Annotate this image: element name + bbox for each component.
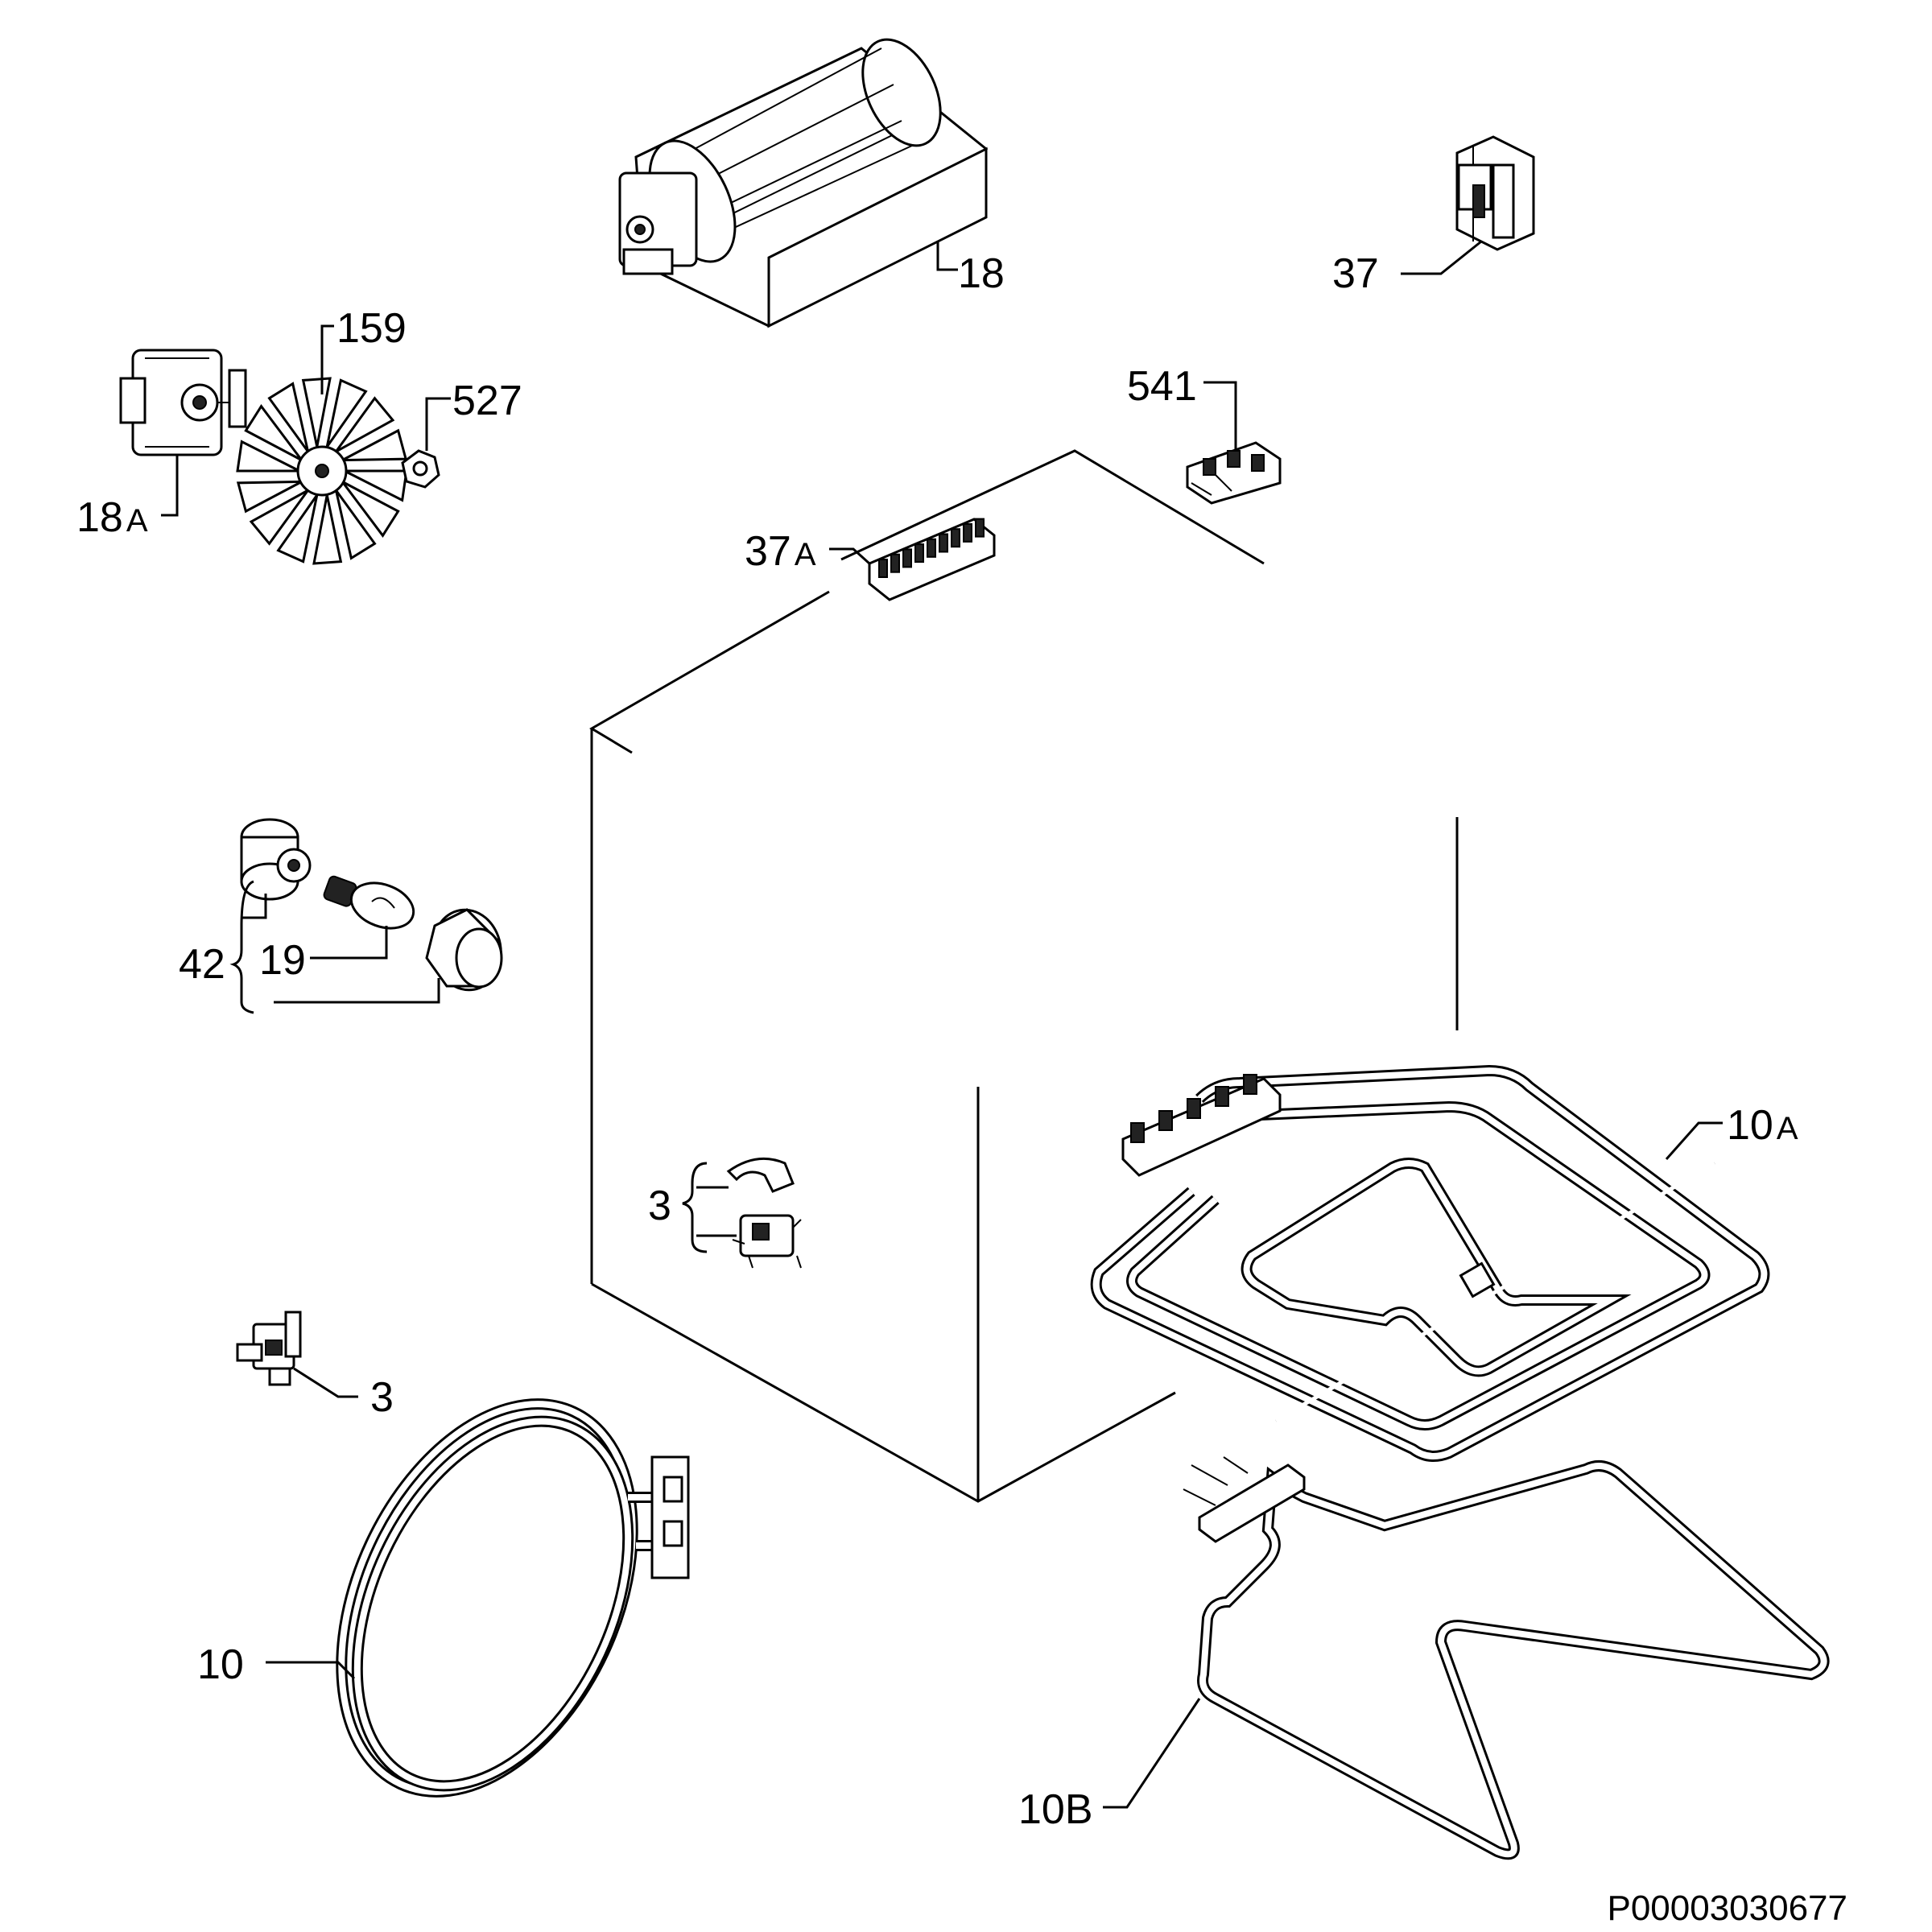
impeller-blade: [344, 469, 408, 502]
impeller-blade: [267, 382, 310, 452]
impeller-blade: [341, 481, 400, 538]
label-3-upper: 3: [648, 1183, 671, 1229]
terminal-tooth: [902, 548, 912, 568]
terminal-tooth: [951, 528, 960, 548]
terminal-tooth: [927, 538, 936, 558]
tangential-fan-part-18: [618, 38, 989, 328]
terminal-tooth: [890, 553, 900, 573]
impeller-blade: [236, 440, 300, 473]
label-18: 18: [958, 250, 1005, 297]
label-19: 19: [259, 937, 306, 984]
terminal-tooth: [914, 543, 924, 564]
terminal-part-541: [1186, 441, 1282, 505]
terminal-tooth: [939, 533, 948, 553]
label-10b: 10B: [1018, 1786, 1093, 1833]
impeller-blade: [301, 377, 332, 448]
grill-connector-pin: [1130, 1122, 1145, 1143]
thermostat-lower-part-3: [236, 1311, 302, 1386]
fan-motor-part-18a: [119, 349, 247, 456]
terminal-tooth: [963, 522, 972, 543]
oven-cavity-outline: [589, 449, 1459, 1503]
terminal-tooth: [878, 559, 888, 578]
grill-connector-pin: [1243, 1074, 1257, 1095]
bottom-heating-element-part-10b: [1183, 1456, 1830, 1860]
lamp-cover: [425, 908, 503, 992]
terminal-strip-part-37a: [868, 518, 996, 601]
terminal-tooth: [975, 518, 985, 538]
label-42: 42: [179, 941, 225, 988]
impeller-blade: [325, 378, 368, 448]
grill-connector-pin: [1187, 1098, 1201, 1119]
impeller-blade: [244, 404, 303, 461]
label-10: 10: [197, 1641, 244, 1688]
fan-impeller-part-159: [236, 377, 408, 565]
label-541: 541: [1127, 363, 1197, 410]
drawing-code: P00003030677: [1607, 1889, 1847, 1928]
impeller-blade: [341, 428, 408, 462]
nut-part-527: [401, 449, 440, 489]
thermostat-upper-part-3: [726, 1157, 802, 1269]
label-37: 37: [1332, 250, 1379, 297]
fan-motor-body: [618, 171, 698, 275]
label-527: 527: [452, 378, 522, 424]
impeller-blade: [276, 494, 319, 564]
grill-connector-pin: [1215, 1086, 1229, 1107]
label-159: 159: [336, 305, 407, 352]
impeller-blade: [249, 489, 309, 546]
impeller-blade: [236, 480, 303, 514]
circular-heating-element-part-10: [336, 1398, 690, 1798]
switch-bracket-part-37: [1455, 135, 1535, 251]
lamp-holder: [240, 818, 312, 901]
impeller-blade: [312, 494, 343, 565]
grill-connector-pin: [1158, 1110, 1173, 1131]
impeller-blade: [334, 489, 377, 560]
grill-heating-element-part-10a: [1090, 1064, 1770, 1462]
impeller-blade: [335, 396, 395, 453]
label-3-lower: 3: [370, 1374, 394, 1421]
lamp-bulb-part-19: [323, 875, 415, 930]
